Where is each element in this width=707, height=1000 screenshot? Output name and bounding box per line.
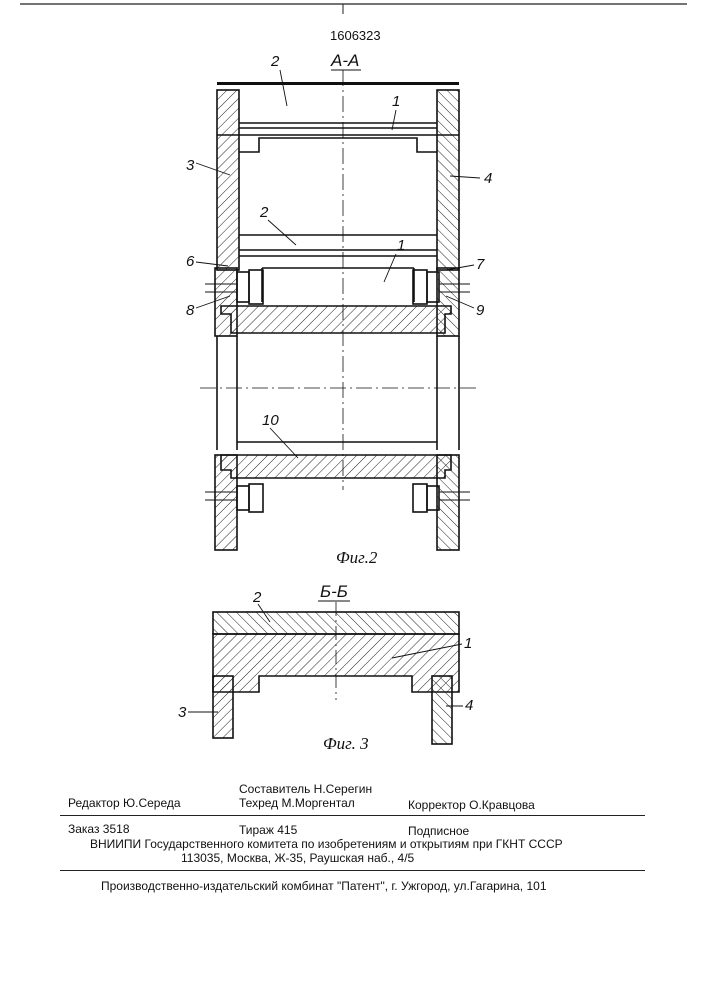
publisher-line: Производственно-издательский комбинат "П… xyxy=(101,879,547,893)
fig2-callout-10: 10 xyxy=(262,412,279,429)
fig3-callout-3: 3 xyxy=(178,704,187,721)
imprint-divider-top xyxy=(60,815,645,816)
address-line: 113035, Москва, Ж-35, Раушская наб., 4/5 xyxy=(181,851,414,865)
fig2-callout-7: 7 xyxy=(476,256,485,273)
fig2-section-label: А-А xyxy=(330,51,359,70)
fig3-section-label: Б-Б xyxy=(320,582,348,601)
fig2-callout-2a: 2 xyxy=(270,53,280,70)
fig2-callout-3: 3 xyxy=(186,157,195,174)
fig2-callout-1a: 1 xyxy=(392,93,400,110)
fig2-callout-4: 4 xyxy=(484,170,492,187)
fig2-callout-2b: 2 xyxy=(259,204,269,221)
figure-3-section-bb xyxy=(213,602,459,744)
fig3-callout-2: 2 xyxy=(252,589,262,606)
subscription-line: Подписное xyxy=(408,824,469,838)
corrector-line: Корректор О.Кравцова xyxy=(408,798,535,812)
editor-line: Редактор Ю.Середа xyxy=(68,796,181,810)
fig2-callout-8: 8 xyxy=(186,302,195,319)
imprint-divider-bottom xyxy=(60,870,645,871)
fig2-callout-9: 9 xyxy=(476,302,485,319)
institute-line: ВНИИПИ Государственного комитета по изоб… xyxy=(90,837,563,851)
fig3-caption: Фиг. 3 xyxy=(323,734,369,753)
fig2-caption: Фиг.2 xyxy=(336,548,378,567)
fig2-callout-1b: 1 xyxy=(397,237,405,254)
order-line: Заказ 3518 xyxy=(68,822,130,836)
compiler-line: Составитель Н.Серегин xyxy=(239,782,372,796)
fig2-callout-6: 6 xyxy=(186,253,195,270)
fig3-callout-4: 4 xyxy=(465,697,473,714)
circulation-line: Тираж 415 xyxy=(239,823,297,837)
fig3-callout-1: 1 xyxy=(464,635,472,652)
techred-line: Техред М.Моргентал xyxy=(239,796,355,810)
figure-2-section-aa xyxy=(200,70,480,550)
